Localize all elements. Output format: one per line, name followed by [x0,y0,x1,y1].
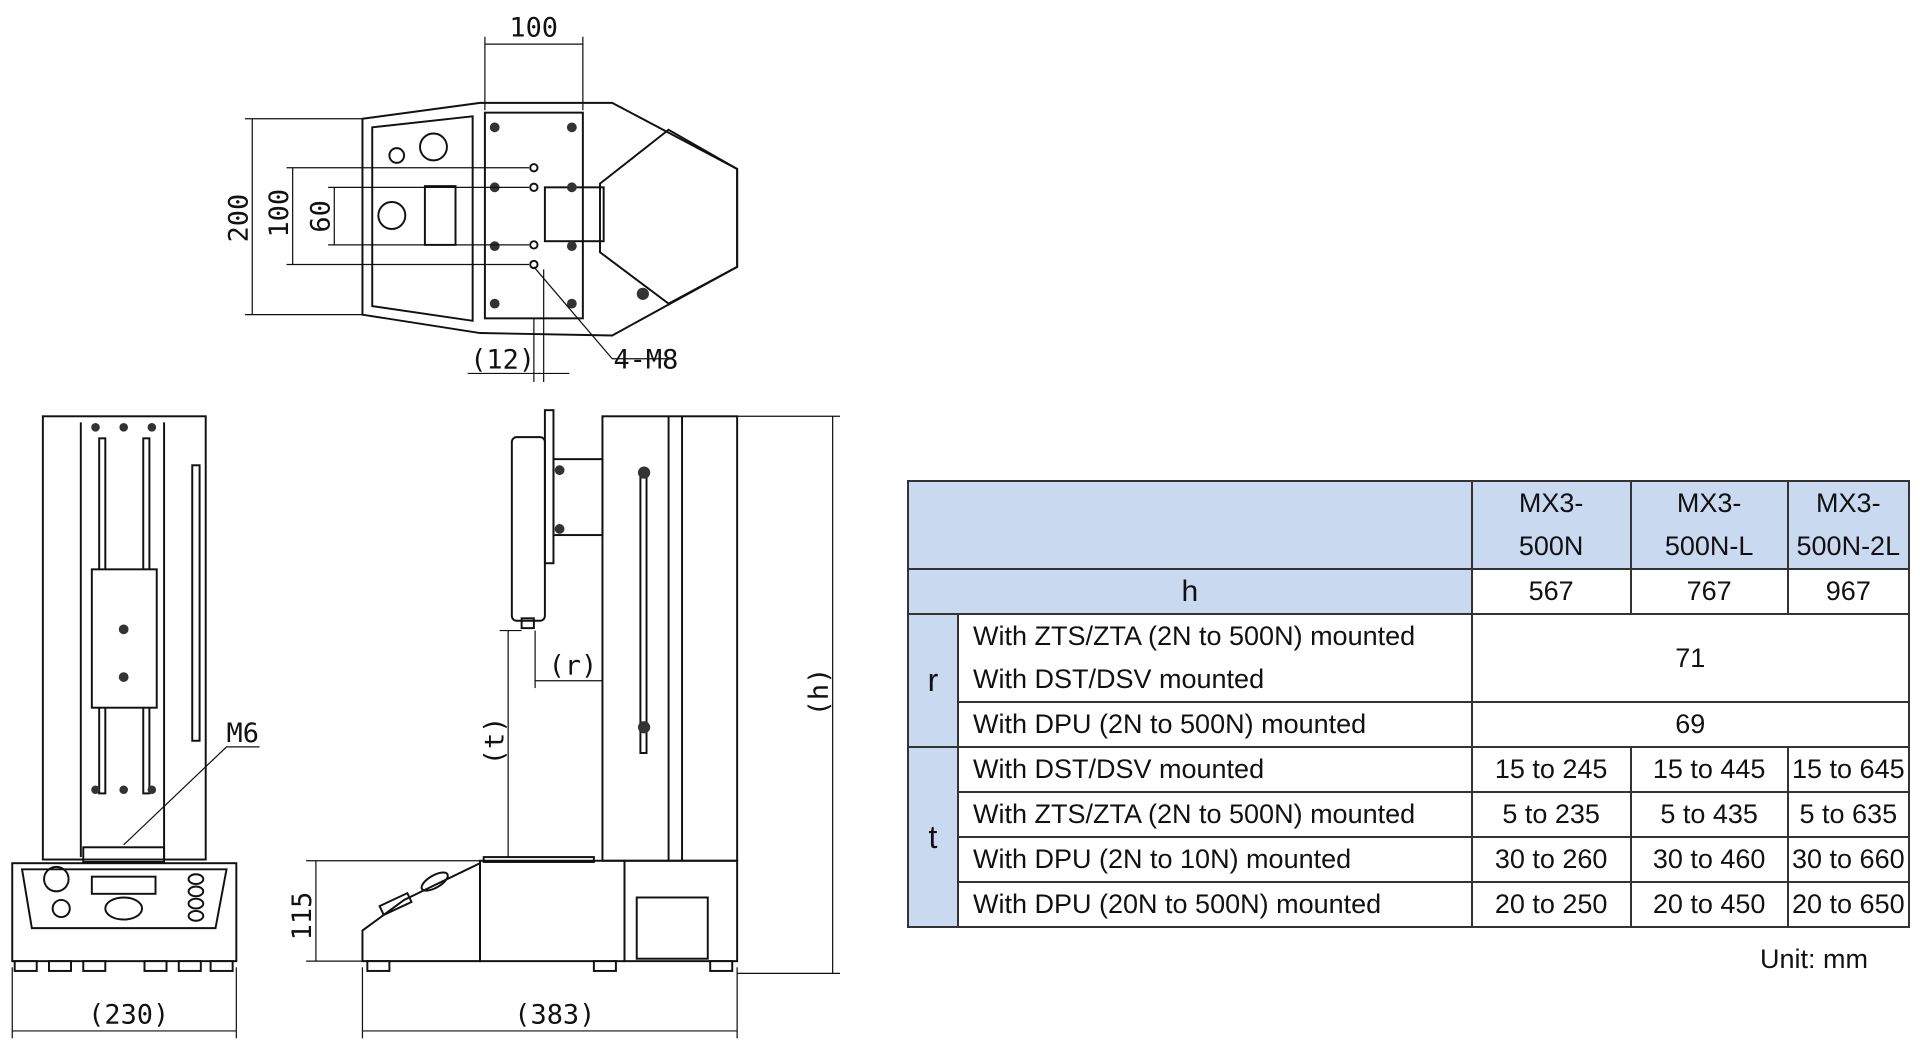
cell: 967 [1786,568,1911,615]
model-line2: 500N-L [1664,531,1754,561]
model-header: MX3- 500N-2L [1786,480,1911,570]
model-line2: 500N-2L [1796,531,1901,561]
cell: 69 [1470,701,1911,748]
table-row: t With DST/DSV mounted 15 to 245 15 to 4… [907,746,1911,928]
model-line1: MX3- [1676,488,1742,518]
cell: 5 to 635 [1786,791,1911,838]
unit-label: Unit: mm [1760,944,1868,974]
cell: 567 [1470,568,1632,615]
model-header: MX3- 500N [1470,480,1632,570]
cell: 5 to 435 [1629,791,1789,838]
top-depth-dim: 200 [223,194,254,243]
cell: 20 to 450 [1629,881,1789,928]
dimension-table: MX3- 500N MX3- 500N-L MX3- 500N-2L h 567 76… [907,480,1911,928]
header-blank [907,480,1473,570]
offset-dim: (12) [470,345,535,376]
cell: 15 to 445 [1629,746,1789,793]
height-dim: (h) [804,668,835,717]
cell: 30 to 460 [1629,836,1789,883]
row-label: With DPU (20N to 500N) mounted [957,881,1473,928]
row-label-line: With ZTS/ZTA (2N to 500N) mounted [973,621,1416,651]
holes-inner-dim: 60 [305,200,336,232]
model-line1: MX3- [1816,488,1881,518]
t-label: t [907,746,959,928]
base-height-dim: 115 [287,892,318,941]
table-row: With DPU (20N to 500N) mounted 20 to 250… [908,881,1911,928]
cell: 20 to 650 [1786,881,1911,928]
cell: 30 to 260 [1470,836,1632,883]
row-label: With DPU (2N to 500N) mounted [957,701,1473,748]
table-row-h: h 567 767 967 [907,568,1911,615]
reach-dim: (r) [549,651,598,682]
row-label: With DST/DSV mounted [957,746,1473,793]
table-row: With DPU (2N to 500N) mounted 69 [908,701,1911,748]
cell: 71 [1470,613,1911,703]
table-row: With ZTS/ZTA (2N to 500N) mounted 5 to 2… [908,791,1911,838]
holes-outer-dim: 100 [264,189,295,238]
travel-dim: (t) [479,717,510,766]
model-line1: MX3- [1518,488,1584,518]
model-line2: 500N [1518,531,1584,561]
row-label-line: With DST/DSV mounted [973,664,1265,694]
model-header: MX3- 500N-L [1629,480,1789,570]
cell: 5 to 235 [1470,791,1632,838]
row-label: With ZTS/ZTA (2N to 500N) mounted [957,791,1473,838]
cell: 15 to 245 [1470,746,1632,793]
cell: 767 [1629,568,1789,615]
cell: 20 to 250 [1470,881,1632,928]
table-header-row: MX3- 500N MX3- 500N-L MX3- 500N-2L [907,480,1911,570]
side-view: (h) 115 (383) (t) (r) [287,409,840,1039]
top-view: 100 200 100 60 (12) 4-M8 [223,13,739,383]
cell: 30 to 660 [1786,836,1911,883]
front-width-dim: (230) [88,1000,169,1031]
row-label: With DPU (2N to 10N) mounted [957,836,1473,883]
r-label: r [907,613,959,748]
thread-label: M6 [227,718,259,749]
h-label: h [907,568,1473,615]
top-width-dim: 100 [509,13,558,44]
table-row: With DPU (2N to 10N) mounted 30 to 260 3… [908,836,1911,883]
holes-label: 4-M8 [613,345,678,376]
front-view: M6 (230) [11,415,260,1039]
length-dim: (383) [514,1000,595,1031]
cell: 15 to 645 [1786,746,1911,793]
